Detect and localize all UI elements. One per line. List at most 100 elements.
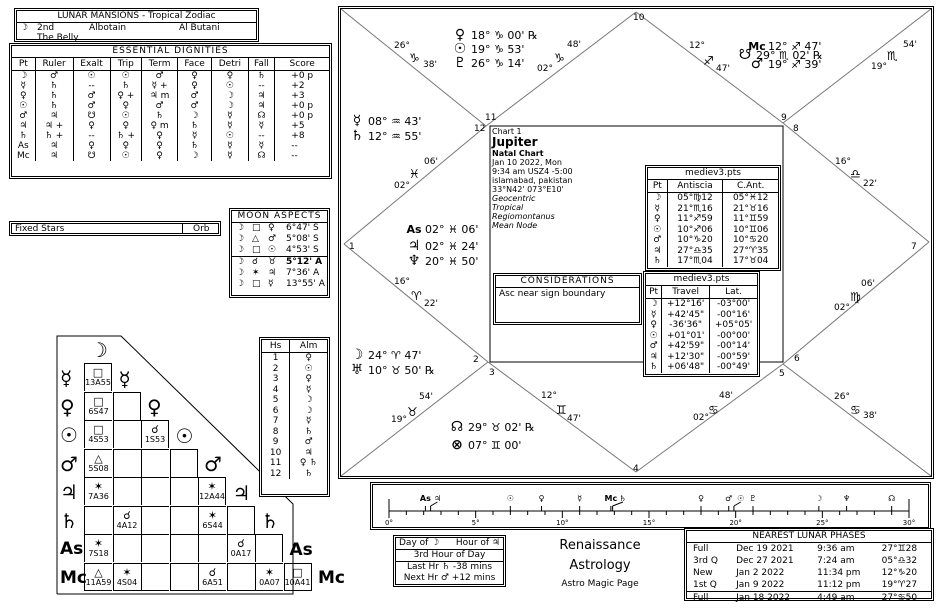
grid-diagonal-planet: As — [289, 539, 313, 560]
aspect-cell — [169, 477, 198, 505]
orb-value: 13°55' A — [286, 279, 325, 289]
planet-position: 10° ♉ 50' ℞ — [368, 364, 435, 377]
dignity-cell: -- — [247, 131, 275, 141]
dignity-row: As♃♀♀♀♄☿☿-- — [12, 141, 329, 151]
aspect-orb: 0A17 — [230, 549, 252, 558]
phase-position: 27°♋50 — [881, 593, 918, 603]
planet-placement: ☿08° ♒ 43' — [346, 113, 422, 129]
dignity-header: Term — [141, 58, 178, 71]
planet-position: 29° ♏ 02' ℞ — [756, 49, 823, 62]
house-number: 4 — [272, 384, 279, 395]
cusp-min: 47' — [567, 414, 581, 424]
planet-position: 24° ♈ 47' — [368, 349, 422, 362]
dial-mark-glyph: ☿ — [577, 494, 582, 503]
chart-option-zodiac-center: Geocentric — [492, 194, 536, 203]
dignity-header: Face — [177, 58, 212, 71]
planet-glyph-icon: ☿ — [352, 113, 362, 129]
moon-icon: ☽ — [236, 234, 245, 244]
aspect-orb: 11A59 — [85, 577, 112, 587]
house-number-10: 10 — [633, 13, 645, 23]
antiscia-header-pt: Pt — [648, 180, 668, 193]
orb-value: 5°08' S — [286, 234, 319, 244]
aspect-orb: 6S47 — [88, 406, 109, 416]
planet-glyph-icon: ⊗ — [451, 437, 463, 453]
cusp-deg: 02° — [834, 303, 850, 313]
dignity-cell: ♀ — [109, 101, 142, 111]
travel-value: +06'48" — [661, 362, 710, 373]
aspect-cell: □6S47 — [84, 391, 112, 420]
almuten-row: 3♀ — [262, 374, 327, 385]
grid-row-planet: ♂ — [60, 451, 78, 476]
antiscia-title: mediev3.pts — [648, 168, 778, 180]
aspect-orb: 13A55 — [85, 378, 111, 387]
dignity-cell: ♀ — [141, 151, 178, 161]
aspect-orb: 6S44 — [202, 520, 223, 530]
almuten-row: 9♂ — [262, 437, 327, 448]
dignity-cell: ☿ — [247, 141, 275, 151]
moon-aspect-row: ☽□☉4°53' S — [232, 245, 327, 256]
antiscia-header-antiscia: Antiscia — [666, 180, 723, 193]
dignity-header: Ruler — [34, 58, 74, 71]
dignity-header: Trip — [109, 58, 142, 71]
almuten-planet: ♃ — [289, 447, 327, 458]
dial-mark-leader — [430, 501, 438, 507]
next-hour: Next Hr ♂ +12 mins — [403, 573, 496, 583]
considerations-text: Asc near sign boundary — [499, 289, 606, 299]
antiscia-value: 10°♑20 — [666, 235, 723, 246]
dignity-cell: ♂ — [34, 70, 74, 81]
moon-icon: ☽ — [236, 223, 245, 233]
planet-icon: ☿ — [654, 203, 661, 214]
dignity-row: Mc♃☋☉♀☽☿☊-- — [12, 151, 329, 161]
planet-glyph-icon: ♂ — [750, 56, 764, 72]
phase-date: Jan 18 2022 — [736, 593, 791, 603]
travel-row: ☿+42'45"-00°16' — [646, 309, 757, 320]
astro-magic-page-link[interactable]: Astro Magic Page — [561, 579, 639, 589]
aspect-cell — [112, 534, 141, 562]
dignity-cell: ♀ — [177, 81, 212, 91]
dial-mark-glyph: ♃ — [434, 494, 441, 503]
phase-position: 05°♎32 — [881, 556, 918, 566]
planet-placement: ☉19° ♑ 53' — [449, 41, 525, 57]
aspect-cell: □10A41 — [283, 562, 312, 591]
planet-icon: ☿ — [268, 279, 274, 289]
dignity-row: ♃♃ +♀♀♀ m♄☿☿+5 — [12, 121, 329, 131]
cusp-min: 38' — [423, 60, 437, 70]
latitude-value: -00°59' — [709, 351, 757, 362]
planet-glyph-icon: ☊ — [450, 419, 464, 435]
aspect-cell — [169, 534, 198, 562]
almuten-row: 8♄ — [262, 426, 327, 437]
chart-time: 9:34 am USZ4 -5:00 — [492, 167, 573, 176]
dignity-row: ♀♄♂♀ +♃ m♂☽♃+3 — [12, 91, 329, 101]
dial-mark-glyph: Mc — [605, 494, 618, 503]
dignity-cell: ♃ — [34, 151, 74, 161]
cusp-min: 22' — [863, 179, 877, 189]
phase-position: 19°♈27 — [881, 580, 918, 590]
dignity-cell: +0 p — [274, 111, 329, 121]
dignity-cell: +0 p — [274, 70, 329, 81]
phase-time: 4:49 am — [817, 593, 855, 603]
fixed-stars-panel: Fixed Stars Orb — [9, 221, 221, 236]
house-number: 9 — [272, 437, 279, 448]
house-number-6: 6 — [794, 354, 800, 364]
aspect-icon: ✶ — [93, 537, 104, 550]
house-number-5: 5 — [779, 369, 785, 379]
cusp-deg: 12° — [689, 41, 705, 51]
aspect-cell — [112, 448, 141, 477]
phase-position: 27°♊28 — [881, 544, 918, 554]
house-number: 2 — [272, 363, 279, 374]
grid-diagonal-planet: Mc — [318, 568, 345, 588]
cusp-min: 06' — [861, 279, 875, 289]
dignity-cell: -- — [274, 141, 329, 151]
almuten-row: 6☽ — [262, 405, 327, 416]
aspect-icon: □ — [292, 565, 303, 579]
grid-diagonal-planet: ♃ — [232, 480, 251, 505]
planet-icon: ☿ — [650, 309, 657, 320]
